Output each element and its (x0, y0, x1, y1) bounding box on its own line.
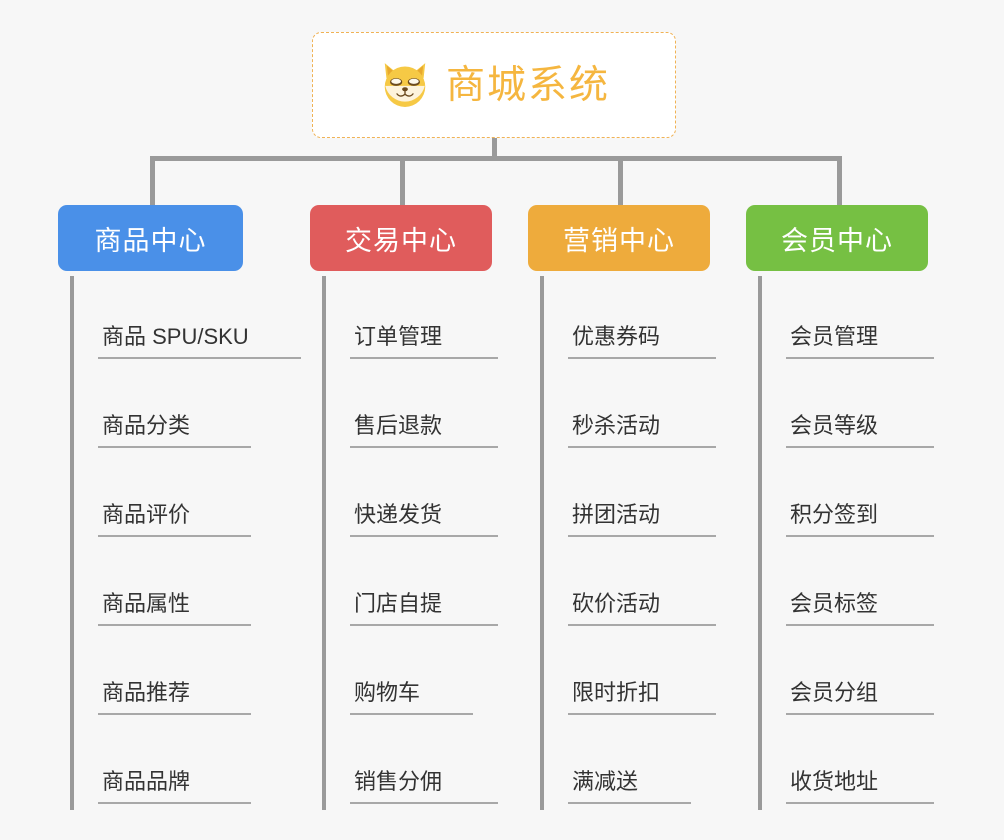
leaf-label: 砍价活动 (568, 591, 716, 626)
leaf-label: 订单管理 (350, 324, 498, 359)
list-item[interactable]: 积分签到 (758, 454, 958, 543)
list-item[interactable]: 会员标签 (758, 543, 958, 632)
list-item[interactable]: 商品属性 (70, 543, 285, 632)
leaf-label: 售后退款 (350, 413, 498, 448)
list-item[interactable]: 售后退款 (322, 365, 522, 454)
list-item[interactable]: 会员管理 (758, 276, 958, 365)
connector-drop-member-center (837, 156, 842, 206)
column-spine (70, 276, 74, 810)
list-item[interactable]: 秒杀活动 (540, 365, 740, 454)
leaf-label: 会员管理 (786, 324, 934, 359)
list-item[interactable]: 商品评价 (70, 454, 285, 543)
connector-root-stem (492, 138, 497, 160)
leaf-label: 商品品牌 (98, 769, 251, 804)
column-spine (322, 276, 326, 810)
column-spine (540, 276, 544, 810)
list-item[interactable]: 商品 SPU/SKU (70, 276, 301, 365)
column-spine (758, 276, 762, 810)
connector-drop-marketing-center (618, 156, 623, 206)
list-item[interactable]: 商品品牌 (70, 721, 285, 810)
list-item[interactable]: 购物车 (322, 632, 522, 721)
list-item[interactable]: 快递发货 (322, 454, 522, 543)
leaf-label: 商品 SPU/SKU (98, 324, 301, 359)
leaf-label: 秒杀活动 (568, 413, 716, 448)
leaf-label: 快递发货 (350, 502, 498, 537)
category-label: 营销中心 (563, 225, 675, 256)
root-node-shopping-mall-system[interactable]: 商城系统 (312, 32, 676, 138)
leaf-column-member-center: 会员管理 会员等级 积分签到 会员标签 会员分组 收货地址 (758, 276, 958, 810)
leaf-column-trade-center: 订单管理 售后退款 快递发货 门店自提 购物车 销售分佣 (322, 276, 522, 810)
leaf-label: 会员等级 (786, 413, 934, 448)
list-item[interactable]: 限时折扣 (540, 632, 740, 721)
leaf-label: 商品分类 (98, 413, 251, 448)
leaf-label: 商品推荐 (98, 680, 251, 715)
list-item[interactable]: 商品分类 (70, 365, 285, 454)
leaf-label: 销售分佣 (350, 769, 498, 804)
list-item[interactable]: 门店自提 (322, 543, 522, 632)
connector-horizontal-bus (150, 156, 842, 161)
connector-drop-product-center (150, 156, 155, 206)
leaf-label: 购物车 (350, 680, 473, 715)
list-item[interactable]: 会员分组 (758, 632, 958, 721)
category-label: 商品中心 (94, 225, 207, 256)
leaf-column-product-center: 商品 SPU/SKU 商品分类 商品评价 商品属性 商品推荐 商品品牌 (70, 276, 301, 810)
category-label: 会员中心 (781, 225, 893, 256)
category-member-center[interactable]: 会员中心 (746, 205, 928, 271)
leaf-label: 限时折扣 (568, 680, 716, 715)
category-product-center[interactable]: 商品中心 (58, 205, 243, 271)
list-item[interactable]: 订单管理 (322, 276, 522, 365)
leaf-label: 商品属性 (98, 591, 251, 626)
list-item[interactable]: 会员等级 (758, 365, 958, 454)
list-item[interactable]: 满减送 (540, 721, 740, 810)
list-item[interactable]: 收货地址 (758, 721, 958, 810)
category-trade-center[interactable]: 交易中心 (310, 205, 492, 271)
list-item[interactable]: 商品推荐 (70, 632, 285, 721)
list-item[interactable]: 砍价活动 (540, 543, 740, 632)
root-node-title: 商城系统 (445, 63, 610, 107)
list-item[interactable]: 拼团活动 (540, 454, 740, 543)
shiba-dog-face-icon (384, 63, 426, 107)
leaf-label: 拼团活动 (568, 502, 716, 537)
leaf-label: 收货地址 (786, 769, 934, 804)
leaf-label: 会员标签 (786, 591, 934, 626)
leaf-label: 积分签到 (786, 502, 934, 537)
list-item[interactable]: 销售分佣 (322, 721, 522, 810)
leaf-label: 商品评价 (98, 502, 251, 537)
category-label: 交易中心 (345, 225, 457, 256)
connector-drop-trade-center (400, 156, 405, 206)
leaf-label: 会员分组 (786, 680, 934, 715)
category-marketing-center[interactable]: 营销中心 (528, 205, 710, 271)
leaf-label: 满减送 (568, 769, 691, 804)
leaf-label: 门店自提 (350, 591, 498, 626)
list-item[interactable]: 优惠券码 (540, 276, 740, 365)
leaf-column-marketing-center: 优惠券码 秒杀活动 拼团活动 砍价活动 限时折扣 满减送 (540, 276, 740, 810)
leaf-label: 优惠券码 (568, 324, 716, 359)
